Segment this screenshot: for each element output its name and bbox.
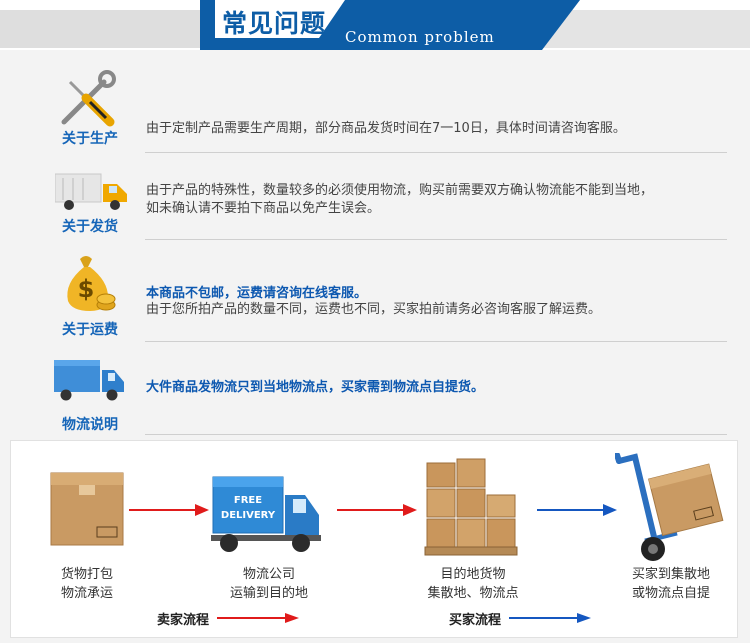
logistics-flow-panel: 货物打包 物流承运 FREE DELIVERY 物流公司 运输到目的地 bbox=[10, 440, 738, 638]
divider bbox=[145, 434, 727, 435]
arrow-right-icon bbox=[129, 504, 209, 516]
faq-item-freight: $ 关于运费 本商品不包邮，运费请咨询在线客服。 由于您所拍产品的数量不同，运费… bbox=[0, 245, 750, 340]
free-delivery-truck-icon: FREE DELIVERY bbox=[211, 476, 321, 552]
truck-icon bbox=[55, 173, 127, 210]
divider bbox=[145, 152, 727, 153]
flow-step-1-label: 货物打包 物流承运 bbox=[60, 567, 113, 601]
faq-label-production: 关于生产 bbox=[62, 131, 118, 147]
faq-item-production: 关于生产 由于定制产品需要生产周期，部分商品发货时间在7一10日，具体时间请咨询… bbox=[0, 60, 750, 155]
header-decoration-left bbox=[0, 10, 215, 48]
section-title: 常见问题 bbox=[222, 9, 327, 38]
flow-step-2-label: 物流公司 运输到目的地 bbox=[229, 567, 308, 601]
section-header bbox=[0, 0, 750, 50]
faq-text-production: 由于定制产品需要生产周期，部分商品发货时间在7一10日，具体时间请咨询客服。 bbox=[146, 121, 626, 136]
faq-text-shipping-line1: 由于产品的特殊性，数量较多的必须使用物流，购买前需要双方确认物流能不能到当地， bbox=[146, 183, 654, 198]
divider bbox=[145, 341, 727, 342]
buyer-flow-caption: 买家流程 bbox=[449, 613, 502, 628]
section-subtitle: Common problem bbox=[345, 28, 495, 46]
truck-text-free: FREE bbox=[234, 495, 262, 506]
wrench-screwdriver-icon bbox=[61, 70, 116, 127]
truck-text-delivery: DELIVERY bbox=[221, 510, 276, 521]
seller-flow-caption: 卖家流程 bbox=[157, 613, 210, 628]
arrow-right-icon bbox=[509, 613, 591, 623]
svg-text:$: $ bbox=[78, 275, 95, 303]
arrow-right-icon bbox=[337, 504, 417, 516]
faq-label-shipping: 关于发货 bbox=[62, 219, 118, 235]
divider bbox=[145, 239, 727, 240]
arrow-right-icon bbox=[537, 504, 617, 516]
hand-truck-icon bbox=[615, 453, 724, 561]
faq-item-logistics: 物流说明 大件商品发物流只到当地物流点，买家需到物流点自提货。 bbox=[0, 350, 750, 435]
faq-highlight-logistics: 大件商品发物流只到当地物流点，买家需到物流点自提货。 bbox=[146, 380, 485, 395]
money-bag-icon: $ bbox=[67, 256, 116, 311]
stacked-boxes-icon bbox=[424, 458, 518, 556]
arrow-right-icon bbox=[217, 613, 299, 623]
delivery-truck-icon bbox=[54, 360, 124, 401]
package-box-icon bbox=[50, 472, 124, 546]
flow-step-4-label: 买家到集散地 或物流点自提 bbox=[631, 567, 710, 601]
faq-label-logistics: 物流说明 bbox=[62, 417, 118, 433]
faq-highlight-freight: 本商品不包邮，运费请咨询在线客服。 bbox=[146, 286, 368, 301]
faq-label-freight: 关于运费 bbox=[62, 322, 118, 338]
faq-text-shipping-line2: 如未确认请不要拍下商品以免产生误会。 bbox=[146, 201, 381, 216]
faq-text-freight: 由于您所拍产品的数量不同，运费也不同，买家拍前请务必咨询客服了解运费。 bbox=[146, 302, 602, 317]
flow-step-3-label: 目的地货物 集散地、物流点 bbox=[427, 567, 519, 601]
faq-item-shipping: 关于发货 由于产品的特殊性，数量较多的必须使用物流，购买前需要双方确认物流能不能… bbox=[0, 160, 750, 240]
